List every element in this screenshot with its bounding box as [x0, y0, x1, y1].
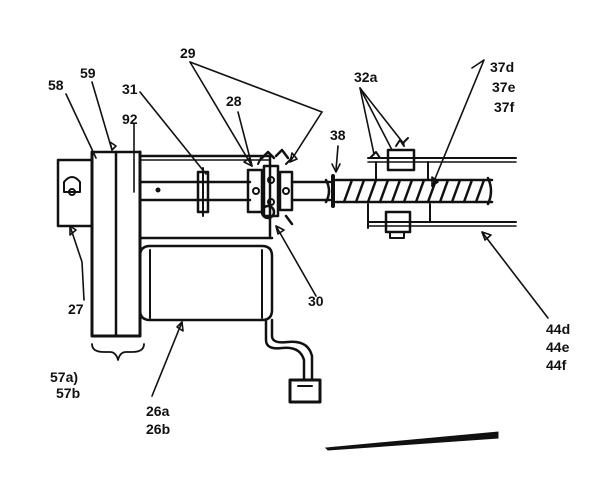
label-27: 27 [68, 301, 84, 317]
label-59: 59 [80, 65, 96, 81]
mounting-bracket [56, 158, 94, 228]
reference-labels: 58 59 31 92 29 28 38 32a 37d 37e 37f 27 … [48, 45, 570, 437]
motor [138, 244, 274, 322]
leader-lines [65, 59, 549, 397]
label-44f: 44f [546, 357, 567, 373]
base-plate [324, 431, 499, 451]
label-37d: 37d [490, 59, 514, 75]
lower-rail [367, 203, 517, 239]
label-37f: 37f [494, 99, 515, 115]
vertical-post [90, 150, 142, 338]
label-37e: 37e [492, 79, 516, 95]
label-26b: 26b [146, 421, 170, 437]
coupling-assembly [246, 148, 294, 226]
label-28: 28 [226, 93, 242, 109]
lead-screw [334, 176, 494, 206]
output-shaft [290, 174, 335, 208]
upper-rail [367, 137, 517, 181]
label-44d: 44d [546, 321, 570, 337]
label-26a: 26a [146, 403, 170, 419]
label-92: 92 [122, 111, 138, 127]
label-38: 38 [330, 127, 346, 143]
upper-housing [138, 154, 274, 240]
label-57a: 57a) [50, 369, 78, 385]
drive-shaft [138, 167, 252, 217]
power-cable [264, 318, 322, 404]
label-58: 58 [48, 77, 64, 93]
label-30: 30 [308, 293, 324, 309]
label-44e: 44e [546, 339, 570, 355]
label-29: 29 [180, 45, 196, 61]
label-32a: 32a [354, 69, 378, 85]
label-57b: 57b [56, 385, 80, 401]
label-31: 31 [122, 81, 138, 97]
